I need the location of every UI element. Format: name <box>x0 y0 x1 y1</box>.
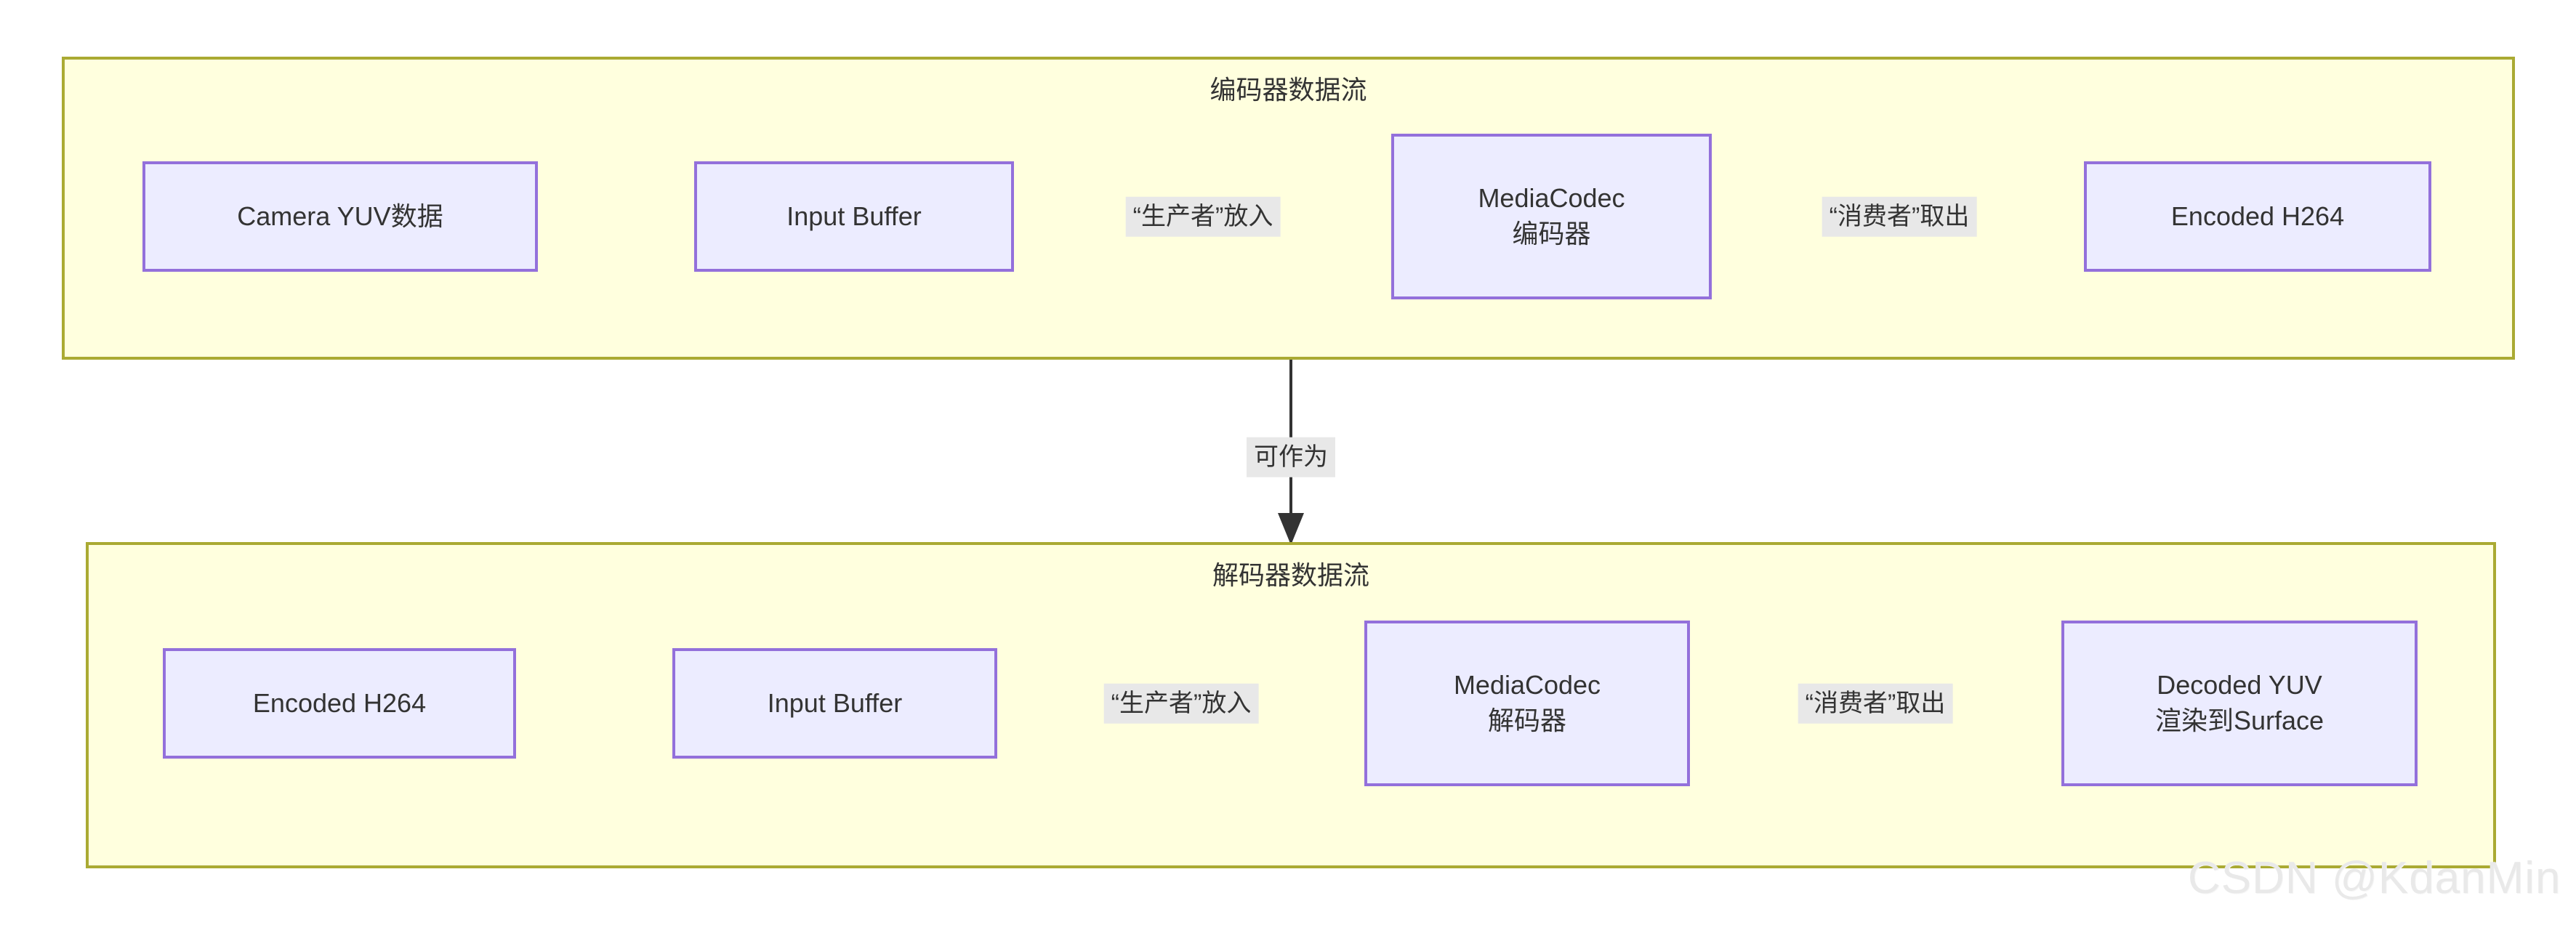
node-encoder-mediacodec-label: MediaCodec <box>1478 183 1625 214</box>
node-decoder-encoded-h264[interactable]: Encoded H264 <box>163 648 516 759</box>
encoder-flow-title: 编码器数据流 <box>1209 75 1367 105</box>
edge-label-can-be-used-as: 可作为 <box>1247 437 1335 477</box>
node-decoded-yuv[interactable]: Decoded YUV 渲染到Surface <box>2061 621 2418 786</box>
edge-label-consumer-take-decoder: “消费者”取出 <box>1798 683 1953 724</box>
node-encoder-mediacodec-sublabel: 编码器 <box>1512 219 1591 249</box>
node-encoder-input-buffer[interactable]: Input Buffer <box>694 161 1014 272</box>
node-encoder-input-buffer-label: Input Buffer <box>786 201 922 231</box>
edge-label-producer-put-decoder: “生产者”放入 <box>1103 683 1259 724</box>
node-decoded-yuv-sublabel: 渲染到Surface <box>2154 706 2325 735</box>
edge-label-consumer-take-encoder: “消费者”取出 <box>1822 196 1977 237</box>
decoder-flow-title: 解码器数据流 <box>1212 560 1369 590</box>
node-encoded-h264-top-label: Encoded H264 <box>2170 201 2345 231</box>
node-decoded-yuv-label: Decoded YUV <box>2157 670 2322 700</box>
node-decoder-encoded-h264-label: Encoded H264 <box>252 687 427 718</box>
node-camera-yuv[interactable]: Camera YUV数据 <box>142 161 538 272</box>
node-decoder-mediacodec-label: MediaCodec <box>1453 670 1601 700</box>
node-decoder-mediacodec[interactable]: MediaCodec 解码器 <box>1364 621 1690 786</box>
csdn-watermark: CSDN @KdanMin <box>2188 853 2561 903</box>
node-decoder-mediacodec-sublabel: 解码器 <box>1487 706 1566 735</box>
node-encoder-mediacodec[interactable]: MediaCodec 编码器 <box>1391 134 1712 299</box>
node-decoder-input-buffer-label: Input Buffer <box>767 687 903 718</box>
node-decoder-input-buffer[interactable]: Input Buffer <box>672 648 997 759</box>
node-camera-yuv-label: Camera YUV数据 <box>237 201 443 231</box>
edge-label-producer-put-encoder: “生产者”放入 <box>1125 196 1281 237</box>
node-encoded-h264-top[interactable]: Encoded H264 <box>2084 161 2431 272</box>
